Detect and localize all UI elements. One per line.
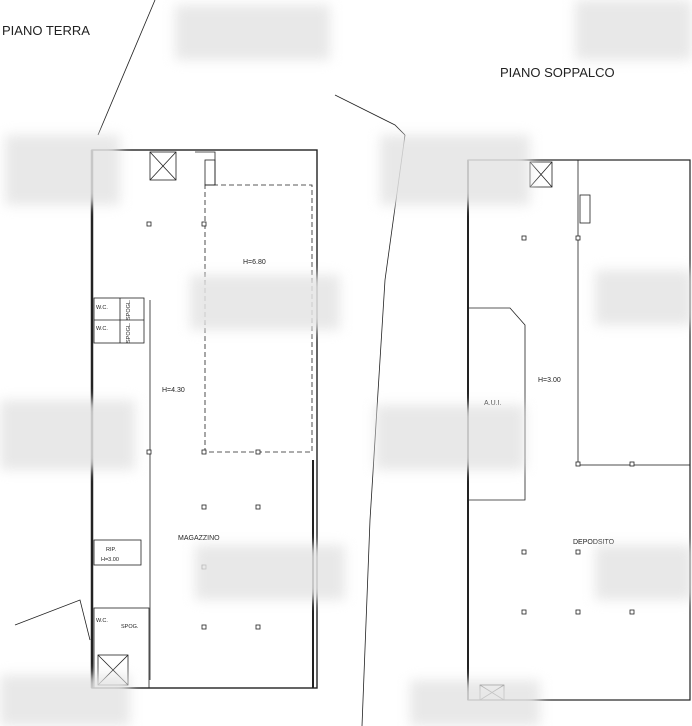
room-label-wc: W.C. (96, 326, 108, 332)
redacted-region (380, 135, 530, 205)
room-label-warehouse: MAGAZZINO (178, 535, 220, 542)
room-label-storage: DEPODSITO (573, 539, 615, 546)
height-label: H=4.30 (162, 387, 185, 394)
room-label-changing: SPOG. (121, 624, 139, 630)
redacted-region (595, 545, 692, 600)
redacted-region (0, 675, 130, 726)
room-label-storage: RIP. (106, 547, 116, 553)
height-label: H=6.80 (243, 259, 266, 266)
site-boundary-line (334, 94, 406, 136)
redacted-region (575, 0, 692, 60)
redacted-region (0, 400, 135, 470)
mezzanine-title: PIANO SOPPALCO (500, 65, 615, 80)
redacted-region (5, 135, 120, 205)
site-boundary-line (97, 0, 156, 136)
redacted-region (595, 270, 692, 325)
room-label-wc: W.C. (96, 618, 108, 624)
site-boundary-line (361, 134, 406, 726)
room-label-aui: A.U.I. (484, 400, 502, 407)
redacted-region (175, 5, 330, 60)
redacted-region (190, 275, 340, 330)
site-boundary-line (14, 599, 91, 641)
room-label-changing: SPOGL. (126, 299, 132, 320)
room-label-changing: SPOGL. (126, 322, 132, 343)
redacted-region (410, 680, 540, 726)
room-label-wc: W.C. (96, 305, 108, 311)
redacted-region (375, 405, 525, 470)
redacted-region (195, 545, 345, 600)
room-label-storage-height: H=3.00 (101, 557, 119, 563)
height-label: H=3.00 (538, 377, 561, 384)
ground-floor-title: PIANO TERRA (2, 23, 90, 38)
